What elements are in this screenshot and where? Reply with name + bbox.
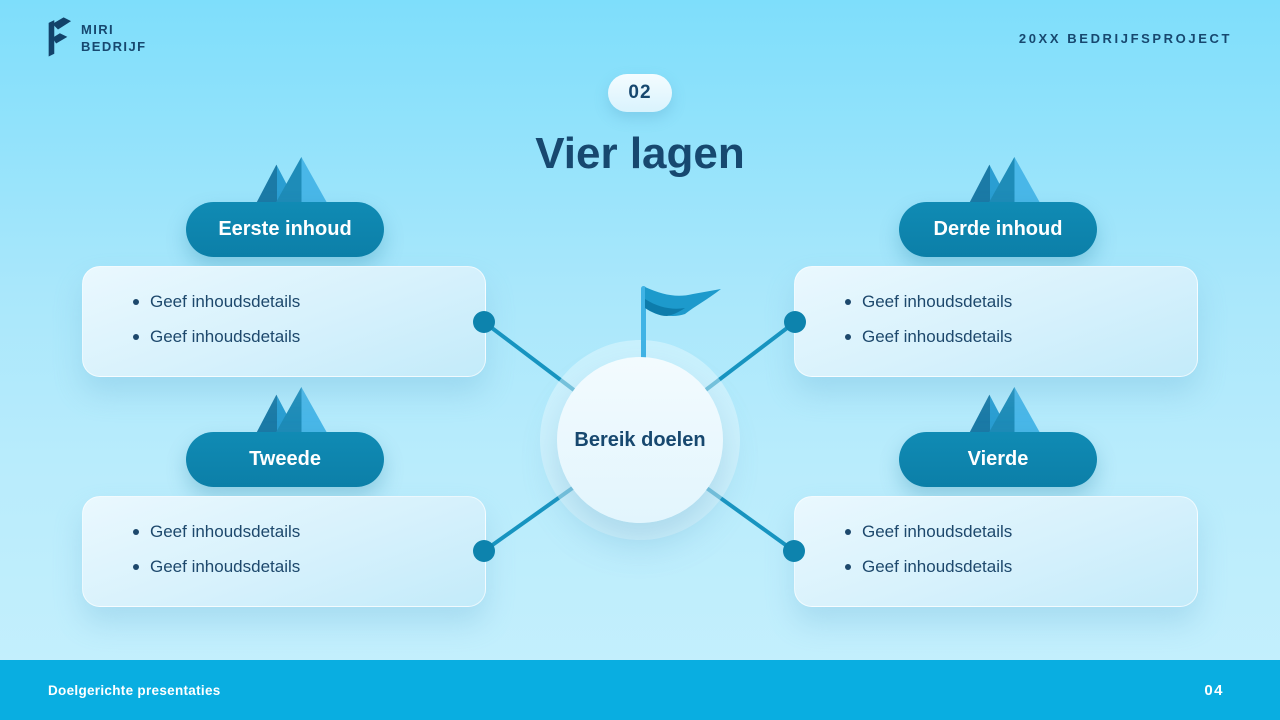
mountains-icon [238, 385, 334, 435]
center-goal-node: Bereik doelen [557, 357, 723, 523]
layer-pill-eerste: Eerste inhoud [186, 202, 384, 257]
mountains-icon [238, 155, 334, 205]
layer-card-vierde: Geef inhoudsdetails Geef inhoudsdetails [794, 496, 1198, 607]
layer-pill-label: Vierde [967, 448, 1029, 470]
mountains-icon [951, 385, 1047, 435]
bullet-item: Geef inhoudsdetails [845, 522, 1177, 542]
company-logo: MIRI BEDRIJF [44, 15, 146, 62]
bullet-item: Geef inhoudsdetails [845, 557, 1177, 577]
logo-text-line2: BEDRIJF [81, 39, 147, 54]
bullet-item: Geef inhoudsdetails [845, 327, 1177, 347]
logo-text-line1: MIRI [81, 22, 115, 37]
layer-card-eerste: Geef inhoudsdetails Geef inhoudsdetails [82, 266, 486, 377]
layer-pill-derde: Derde inhoud [899, 202, 1097, 257]
center-goal-label: Bereik doelen [574, 428, 706, 451]
layer-pill-label: Eerste inhoud [218, 218, 352, 240]
project-label: 20XX BEDRIJFSPROJECT [1018, 31, 1232, 46]
layer-card-derde: Geef inhoudsdetails Geef inhoudsdetails [794, 266, 1198, 377]
miri-logo-icon [44, 15, 72, 62]
bullet-item: Geef inhoudsdetails [133, 327, 465, 347]
section-number-badge: 02 [608, 74, 672, 112]
layer-pill-tweede: Tweede [186, 432, 384, 487]
bullet-item: Geef inhoudsdetails [845, 292, 1177, 312]
slide-title: Vier lagen [535, 129, 745, 178]
footer-tagline: Doelgerichte presentaties [48, 682, 221, 698]
layer-card-tweede: Geef inhoudsdetails Geef inhoudsdetails [82, 496, 486, 607]
bullet-item: Geef inhoudsdetails [133, 292, 465, 312]
footer-bar: Doelgerichte presentaties 04 [0, 660, 1280, 720]
bullet-item: Geef inhoudsdetails [133, 557, 465, 577]
layer-pill-label: Tweede [249, 448, 321, 470]
page-number: 04 [1204, 681, 1224, 699]
layer-pill-label: Derde inhoud [933, 218, 1063, 240]
bullet-item: Geef inhoudsdetails [133, 522, 465, 542]
mountains-icon [951, 155, 1047, 205]
layer-pill-vierde: Vierde [899, 432, 1097, 487]
